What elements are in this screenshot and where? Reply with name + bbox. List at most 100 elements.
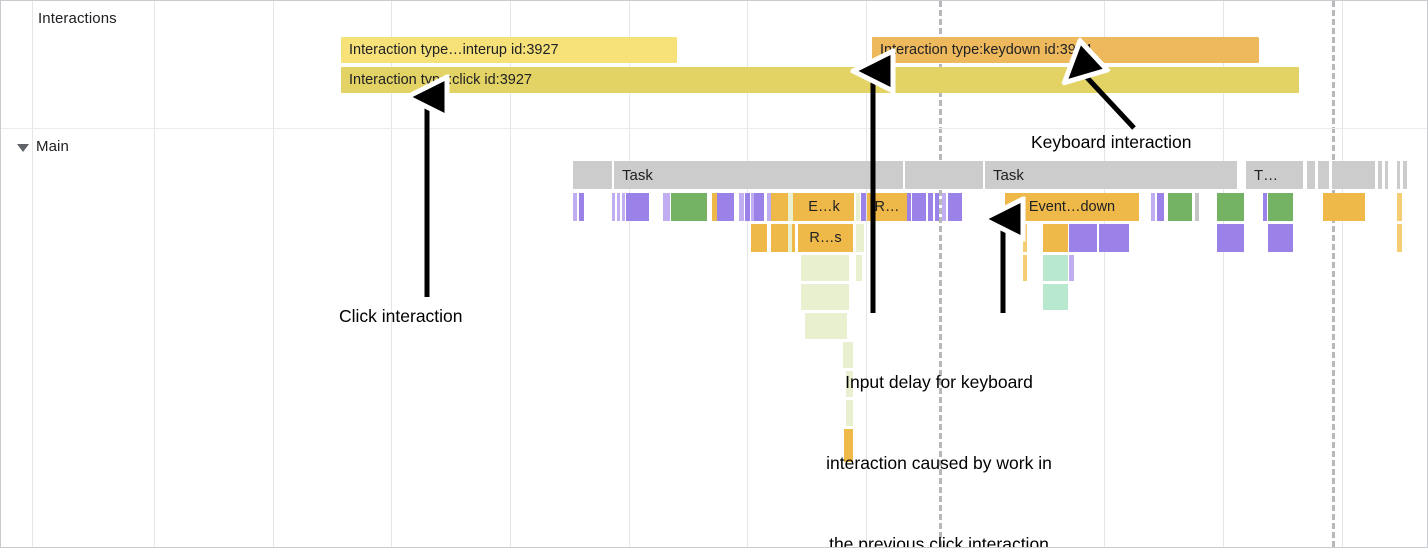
flame-block[interactable]: [751, 224, 767, 252]
flame-block[interactable]: [1217, 193, 1244, 221]
flame-block[interactable]: [751, 193, 764, 221]
flame-block[interactable]: [846, 371, 853, 397]
gridline-dotted: [1332, 1, 1335, 547]
flame-block[interactable]: [626, 193, 649, 221]
task-block[interactable]: T…: [1246, 161, 1304, 189]
flame-block[interactable]: [745, 193, 750, 221]
gridline: [273, 1, 274, 547]
flame-block[interactable]: [573, 193, 577, 221]
flame-block[interactable]: [1397, 224, 1402, 252]
task-block[interactable]: Task: [985, 161, 1238, 189]
flame-block[interactable]: [788, 224, 792, 252]
task-block[interactable]: [573, 161, 613, 189]
flame-block[interactable]: [579, 193, 584, 221]
flame-block[interactable]: [843, 342, 853, 368]
task-block[interactable]: [1307, 161, 1316, 189]
flame-block[interactable]: [1023, 255, 1027, 281]
input-delay-line-1: Input delay for keyboard: [845, 372, 1033, 392]
flame-block[interactable]: [1043, 255, 1068, 281]
flame-block[interactable]: [856, 193, 860, 221]
flame-block[interactable]: [1043, 284, 1068, 310]
event-block[interactable]: R…: [867, 193, 907, 221]
interaction-click-label: Interaction type:click id:3927: [349, 72, 532, 88]
flame-block[interactable]: [767, 193, 771, 221]
flame-block[interactable]: [861, 193, 866, 221]
flame-block[interactable]: [1323, 193, 1365, 221]
flame-block[interactable]: [1397, 193, 1402, 221]
flame-block[interactable]: [912, 193, 926, 221]
track-title-interactions[interactable]: Interactions: [38, 10, 117, 27]
flame-block[interactable]: [663, 193, 670, 221]
chevron-down-icon[interactable]: [17, 144, 29, 152]
event-label: R…s: [809, 230, 842, 246]
gridline-dotted: [939, 1, 942, 547]
flame-block[interactable]: [1268, 224, 1293, 252]
flame-block[interactable]: [717, 193, 734, 221]
flame-block[interactable]: [859, 224, 864, 252]
flame-block[interactable]: [907, 193, 911, 221]
flame-block[interactable]: [801, 255, 849, 281]
flame-block[interactable]: [1157, 193, 1164, 221]
flame-block[interactable]: [739, 193, 744, 221]
interaction-pointerup-label: Interaction type…interup id:3927: [349, 42, 559, 58]
flame-block[interactable]: [928, 193, 933, 221]
track-separator: [1, 128, 1427, 129]
interaction-keydown[interactable]: Interaction type:keydown id:3934: [872, 37, 1259, 63]
interaction-click[interactable]: Interaction type:click id:3927: [341, 67, 1299, 93]
input-delay-line-3: the previous click interaction: [829, 534, 1049, 548]
task-label: Task: [993, 166, 1024, 184]
flame-block[interactable]: [751, 193, 754, 221]
flame-block[interactable]: [1195, 193, 1199, 221]
click-interaction-annotation: Click interaction: [339, 306, 463, 326]
gridline: [629, 1, 630, 547]
event-label: Event…down: [1028, 199, 1116, 215]
flame-block[interactable]: [1168, 193, 1192, 221]
flame-block[interactable]: [1023, 224, 1027, 252]
event-label: R…: [874, 199, 900, 215]
flame-block[interactable]: [671, 193, 707, 221]
task-block[interactable]: [1378, 161, 1383, 189]
track-title-main[interactable]: Main: [36, 138, 69, 155]
gridline: [1342, 1, 1343, 547]
task-label: Task: [622, 166, 653, 184]
flame-block[interactable]: [801, 284, 849, 310]
flame-block[interactable]: [1069, 255, 1074, 281]
gridline: [1104, 1, 1105, 547]
flame-block[interactable]: [1263, 193, 1267, 221]
flame-block[interactable]: [805, 313, 847, 339]
task-block[interactable]: [1403, 161, 1408, 189]
event-block[interactable]: R…s: [798, 224, 853, 252]
keyboard-interaction-annotation: Keyboard interaction: [1031, 132, 1192, 152]
flame-block[interactable]: [1151, 193, 1155, 221]
task-block[interactable]: [905, 161, 984, 189]
flame-block[interactable]: [712, 193, 717, 221]
flame-block[interactable]: [1069, 224, 1097, 252]
flame-block[interactable]: [846, 400, 853, 426]
flame-block[interactable]: [612, 193, 615, 221]
event-label: E…k: [808, 199, 840, 215]
flame-block[interactable]: [948, 193, 962, 221]
task-block[interactable]: [1397, 161, 1401, 189]
flame-block[interactable]: [844, 429, 853, 462]
task-block[interactable]: [1318, 161, 1330, 189]
flame-block[interactable]: [622, 193, 625, 221]
flame-block[interactable]: [856, 255, 862, 281]
task-block[interactable]: [1332, 161, 1376, 189]
flame-block[interactable]: [935, 193, 939, 221]
event-block[interactable]: Event…down: [1005, 193, 1139, 221]
flame-block[interactable]: [856, 224, 861, 252]
interaction-pointerup[interactable]: Interaction type…interup id:3927: [341, 37, 677, 63]
flame-block[interactable]: [1268, 193, 1293, 221]
input-delay-annotation: Input delay for keyboard interaction cau…: [781, 315, 1097, 548]
event-block[interactable]: E…k: [794, 193, 854, 221]
gridline: [866, 1, 867, 547]
flame-block[interactable]: [1043, 224, 1068, 252]
flame-block[interactable]: [788, 193, 793, 221]
flame-block[interactable]: [942, 193, 946, 221]
task-block[interactable]: [1385, 161, 1389, 189]
task-block[interactable]: Task: [614, 161, 904, 189]
flame-block[interactable]: [617, 193, 620, 221]
flame-block[interactable]: [1217, 224, 1244, 252]
flame-block[interactable]: [1099, 224, 1129, 252]
